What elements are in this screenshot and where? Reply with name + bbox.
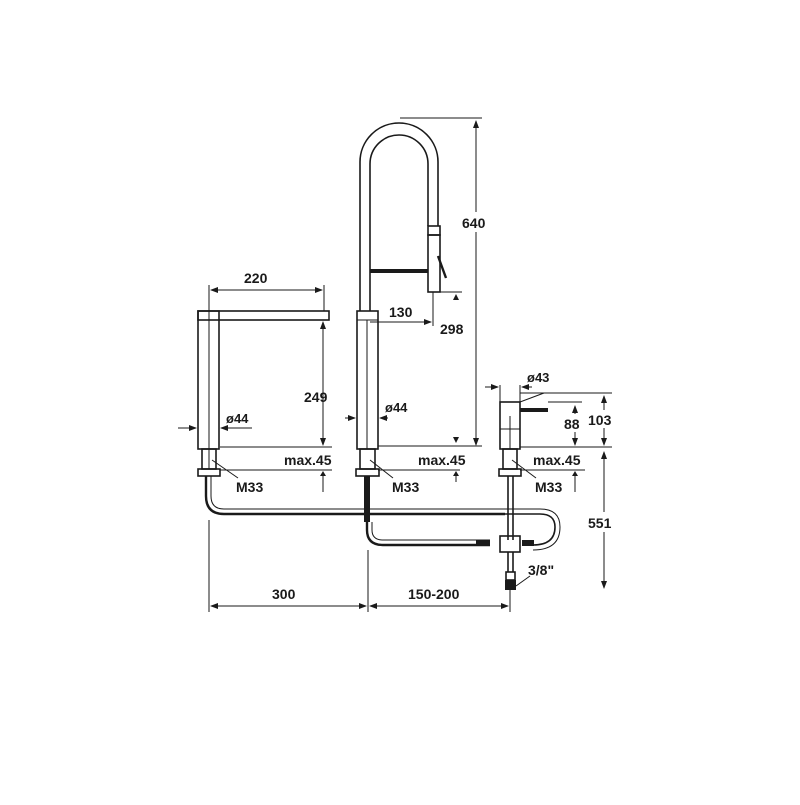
dim-mixer-diameter: ø44	[385, 400, 408, 415]
dim-spacing-right: 150-200	[408, 586, 460, 602]
dim-hose-length: 551	[588, 515, 612, 531]
dim-mixer-reach: 130	[389, 304, 413, 320]
dim-valve-height: 103	[588, 412, 612, 428]
lever-valve	[498, 401, 561, 551]
dim-mixer-outlet-height: 298	[440, 321, 464, 337]
dim-spout-height: 249	[304, 389, 328, 405]
dim-valve-max-deck: max.45	[533, 452, 581, 468]
dim-spout-diameter: ø44	[226, 411, 249, 426]
tee-connector: 3/8"	[476, 535, 554, 590]
dim-valve-diameter: ø43	[527, 370, 549, 385]
valve-lever-height-dimension: 88	[548, 401, 584, 446]
dim-mixer-height: 640	[462, 215, 486, 231]
spacing-dimensions: 300 150-200	[208, 520, 511, 612]
dim-connector-size: 3/8"	[528, 562, 554, 578]
mixer-height-dimension: 640	[400, 117, 490, 446]
valve-deck-dimension: max.45 M33	[511, 446, 612, 495]
mixer-diameter-dimension: ø44	[345, 400, 408, 421]
pullout-mixer	[355, 122, 490, 547]
dim-mixer-thread: M33	[392, 479, 419, 495]
spout-deck-dimension: max.45 M33	[211, 446, 332, 495]
dim-spout-thread: M33	[236, 479, 263, 495]
spout-height-dimension: 249	[304, 321, 328, 446]
dim-valve-lever-height: 88	[564, 416, 580, 432]
dim-mixer-max-deck: max.45	[418, 452, 466, 468]
mixer-deck-dimension: max.45 M33	[369, 437, 482, 495]
spout-diameter-dimension: ø44	[178, 411, 252, 431]
spout-reach-dimension: 220	[208, 270, 325, 311]
mixer-reach-dimension: 130 298	[370, 291, 464, 337]
dim-spacing-left: 300	[272, 586, 296, 602]
dim-spout-max-deck: max.45	[284, 452, 332, 468]
dim-spout-reach: 220	[244, 270, 268, 286]
valve-height-dimension: 103	[520, 392, 618, 446]
hose-length-dimension: 551	[588, 451, 618, 589]
dim-valve-thread: M33	[535, 479, 562, 495]
valve-diameter-dimension: ø43	[485, 370, 549, 403]
